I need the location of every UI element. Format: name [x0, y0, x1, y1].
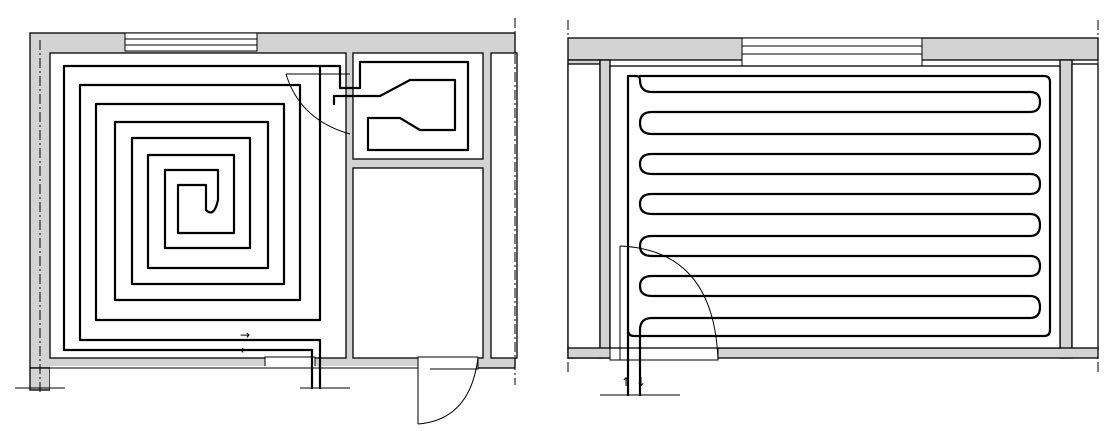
spiral-small-room [352, 52, 484, 160]
spiral-exterior-door-swing [417, 357, 479, 425]
spiral-door-swing [285, 73, 351, 135]
spiral-pipe-small-room-loop [318, 60, 470, 152]
spiral-return-arrow: ← [240, 343, 250, 357]
spiral-supply-arrow: → [240, 328, 250, 342]
serpentine-supply-arrow: ↑ [621, 375, 631, 389]
serpentine-return-arrow: ↓ [636, 375, 646, 389]
spiral-pipe-supply [78, 83, 322, 390]
serpentine-pipe-perimeter [626, 74, 1052, 338]
serpentine-pipe [638, 78, 1042, 397]
serpentine-room [609, 65, 1061, 349]
spiral-window [124, 32, 258, 52]
spiral-main-room [49, 52, 347, 359]
spiral-floor-plan: → ← [15, 18, 518, 425]
spiral-adjacent-room [490, 52, 518, 359]
spiral-lower-room [352, 167, 484, 359]
serpentine-window [741, 37, 923, 67]
spiral-pipe-return [62, 64, 322, 390]
serpentine-floor-plan: ↑ ↓ [567, 20, 1099, 397]
serpentine-right-wall [1059, 59, 1073, 359]
